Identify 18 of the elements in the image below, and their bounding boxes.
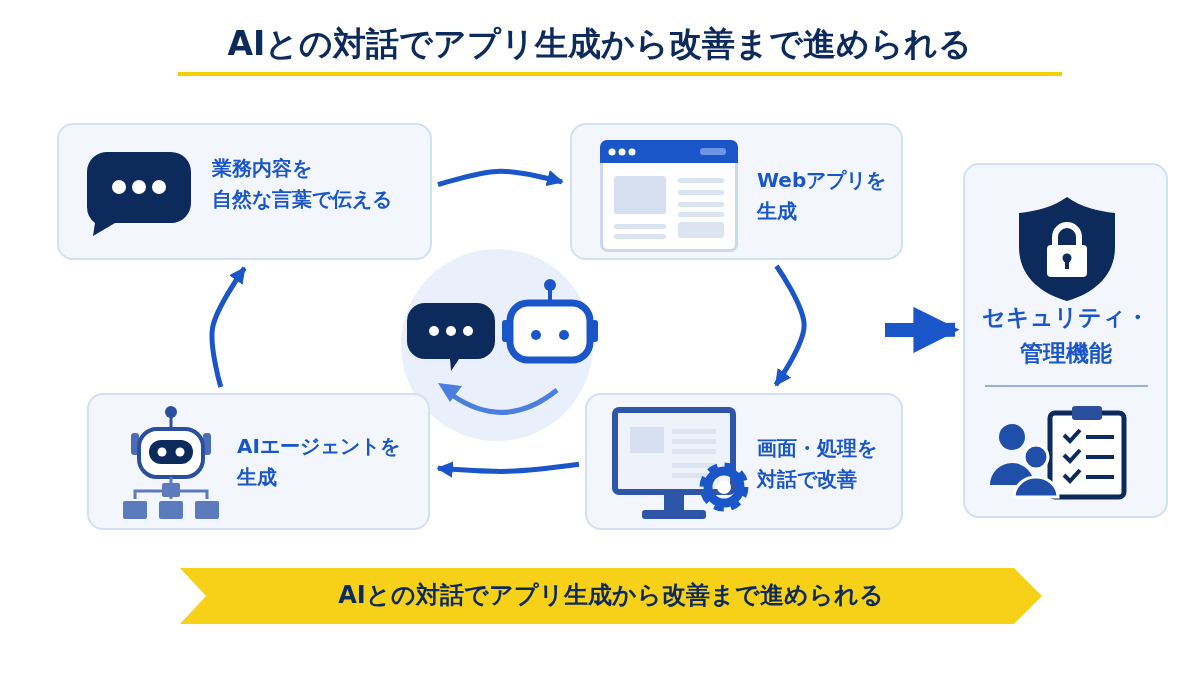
step-label: AIエージェントを生成 xyxy=(237,433,400,491)
step-label: 業務内容を自然な言葉で伝える xyxy=(212,155,392,213)
step-label: セキュリティ・管理機能 xyxy=(981,303,1150,368)
step-card xyxy=(57,123,432,260)
arrow xyxy=(209,266,247,388)
step-card xyxy=(585,393,903,530)
feature-card xyxy=(963,163,1168,518)
title: AIとの対話でアプリ生成から改善まで進められる xyxy=(226,23,974,65)
step-card xyxy=(87,393,430,530)
step-label: 画面・処理を対話で改善 xyxy=(757,435,877,493)
banner-text: AIとの対話でアプリ生成から改善まで進められる xyxy=(337,580,885,611)
arrow xyxy=(436,461,580,478)
arrow xyxy=(437,168,564,188)
step-card xyxy=(570,123,903,260)
step-label: Webアプリを生成 xyxy=(757,167,887,225)
arrow xyxy=(773,264,807,387)
block-arrow xyxy=(884,306,960,354)
banner xyxy=(180,568,1042,624)
